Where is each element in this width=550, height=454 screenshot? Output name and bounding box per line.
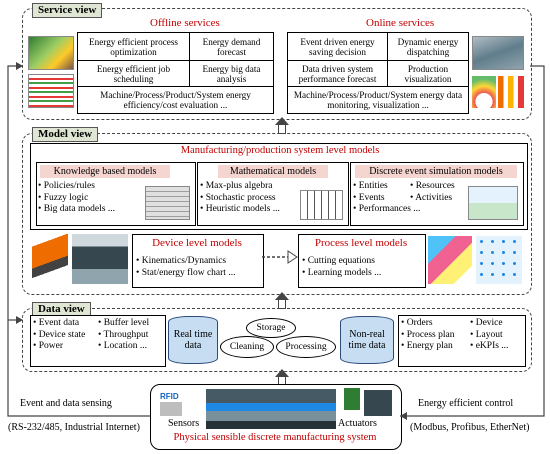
list-item: Learning models ... (302, 268, 382, 280)
list-item: Energy plan (401, 341, 454, 353)
processing-node: Processing (276, 336, 336, 358)
actuator-device-image (364, 390, 392, 416)
realtime-data-cylinder: Real time data (168, 316, 218, 364)
service-view-tag: Service view (32, 3, 103, 18)
list-item: Max-plus algebra (200, 181, 280, 193)
list-item: Layout (470, 330, 508, 342)
list-item: Location ... (98, 341, 149, 353)
list-item: Entities (353, 181, 420, 193)
list-item: Stat/energy flow chart ... (136, 268, 236, 280)
knowledge-ui-image (145, 186, 190, 220)
device-to-process-arrow (262, 250, 298, 264)
neural-network-image (476, 236, 522, 284)
offline-cell: Energy demand forecast (190, 33, 273, 61)
math-models-title: Mathematical models (218, 165, 328, 178)
simulation-image (468, 186, 518, 220)
cnc-machine-image (72, 234, 128, 284)
list-item: Performances ... (353, 204, 421, 216)
online-cell: Event driven energy saving decision (288, 33, 388, 61)
list-item: Throughput (98, 330, 149, 342)
industrial-robot-image (32, 234, 68, 284)
list-item: Policies/rules (38, 181, 115, 193)
cleaning-node: Cleaning (220, 336, 274, 358)
list-item: Big data models ... (38, 204, 115, 216)
robot-3d-image (28, 36, 74, 70)
device-level-list: Kinematics/Dynamics Stat/energy flow cha… (136, 256, 236, 280)
des-models-list-1: Entities Events Performances ... (353, 181, 421, 216)
online-cell: Data driven system performance forecast (288, 61, 388, 87)
list-item: Events (353, 193, 420, 205)
des-models-list-2: Resources Activities (410, 181, 455, 204)
math-models-list: Max-plus algebra Stochastic process Heur… (200, 181, 280, 216)
math-graph-image (300, 190, 343, 220)
list-item: Event data (33, 318, 85, 330)
offline-cell: Energy big data analysis (190, 61, 273, 87)
factory-3d-image (472, 36, 524, 70)
list-item: Buffer level (98, 318, 149, 330)
rfid-sensor-image (160, 402, 182, 416)
right-edge-sublabel: (Modbus, Profibus, EtherNet) (410, 422, 530, 433)
gauge-image (472, 76, 496, 108)
list-item: Heuristic models ... (200, 204, 280, 216)
left-edge-label: Event and data sensing (20, 398, 112, 409)
offline-footer: Machine/Process/Product/System energy ef… (100, 90, 251, 110)
rfid-badge: RFID (160, 392, 179, 401)
realtime-sources-list-1: Event data Device state Power (33, 318, 86, 353)
knowledge-models-title: Knowledge based models (40, 165, 170, 178)
process-level-list: Cutting equations Learning models ... (302, 256, 382, 280)
physical-system-title: Physical sensible discrete manufacturing… (173, 432, 377, 443)
list-item: Kinematics/Dynamics (136, 256, 235, 268)
nonrealtime-sources-list-1: Orders Process plan Energy plan (401, 318, 455, 353)
knowledge-models-list: Policies/rules Fuzzy logic Big data mode… (38, 181, 115, 216)
list-item: Power (33, 341, 85, 353)
nonrealtime-sources-list-2: Device Layout eKPIs ... (470, 318, 509, 353)
list-item: Process plan (401, 330, 455, 342)
online-footer: Machine/Process/Product/System energy da… (293, 90, 463, 110)
list-item: Activities (410, 193, 455, 205)
system-level-title: Manufacturing/production system level mo… (180, 145, 380, 156)
realtime-sources-list-2: Buffer level Throughput Location ... (98, 318, 150, 353)
actuators-label: Actuators (338, 418, 377, 429)
model-view-tag: Model view (32, 127, 99, 142)
process-level-title: Process level models (314, 237, 408, 249)
actuator-device-image (344, 388, 360, 410)
offline-services-title: Offline services (150, 17, 220, 29)
offline-services-table: Energy efficient process optimization En… (77, 32, 274, 114)
online-services-table: Event driven energy saving decision Dyna… (287, 32, 469, 114)
offline-cell: Energy efficient process optimization (78, 33, 190, 61)
factory-floor-image (206, 389, 336, 429)
gantt-chart-image (28, 74, 74, 108)
cutting-tools-image (428, 236, 472, 284)
left-edge-sublabel: (RS-232/485, Industrial Internet) (8, 422, 140, 433)
data-view-tag: Data view (32, 302, 91, 317)
online-cell: Dynamic energy dispatching (388, 33, 468, 61)
list-item: Resources (410, 181, 455, 193)
right-edge-label: Energy efficient control (418, 398, 514, 409)
sensors-label: Sensors (168, 418, 200, 429)
device-level-title: Device level models (152, 237, 242, 249)
bar-chart-image (498, 76, 524, 108)
nonrealtime-data-cylinder: Non-real time data (340, 316, 394, 364)
list-item: Device state (33, 330, 86, 342)
offline-cell: Energy efficient job scheduling (78, 61, 190, 87)
online-services-title: Online services (366, 17, 435, 29)
list-item: Stochastic process (200, 193, 280, 205)
storage-node: Storage (246, 318, 296, 338)
list-item: Orders (401, 318, 454, 330)
list-item: eKPIs ... (470, 341, 509, 353)
des-models-title: Discrete event simulation models (355, 165, 517, 178)
list-item: Fuzzy logic (38, 193, 115, 205)
online-cell: Production visualization (388, 61, 468, 87)
list-item: Device (470, 318, 508, 330)
list-item: Cutting equations (302, 256, 381, 268)
